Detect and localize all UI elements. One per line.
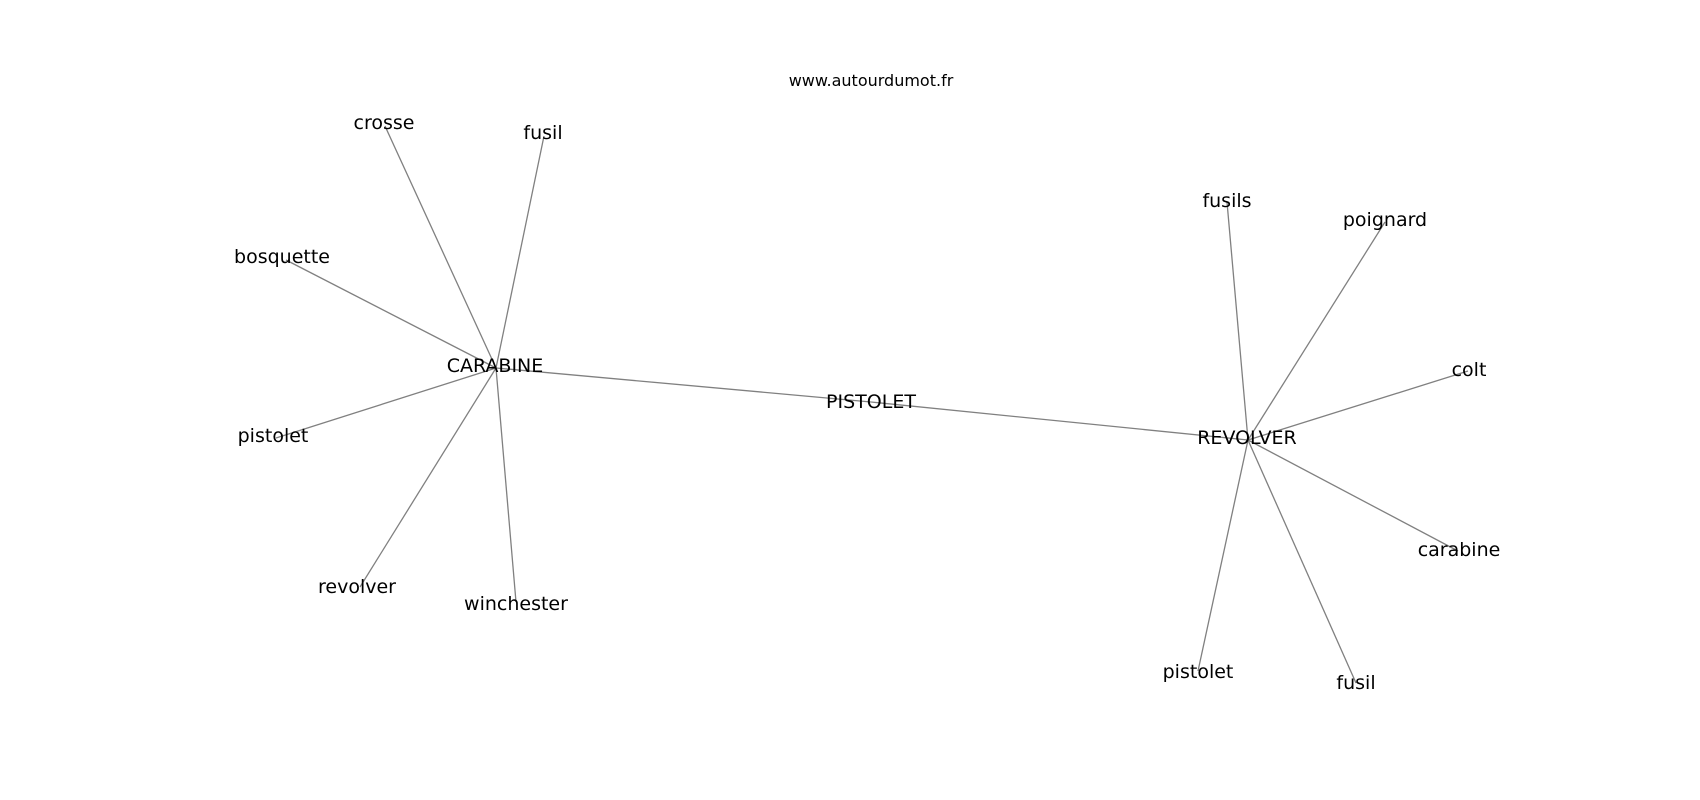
node-revolver-carabine: carabine: [1418, 539, 1501, 561]
node-carabine-revolver: revolver: [318, 576, 396, 598]
edge-center-carabine: [495, 367, 872, 403]
source-watermark: www.autourdumot.fr: [788, 71, 954, 90]
edge-revolver-colt: [1247, 370, 1469, 441]
node-revolver-colt: colt: [1452, 359, 1487, 381]
node-carabine-fusil: fusil: [523, 122, 562, 144]
node-center: PISTOLET: [826, 391, 916, 413]
graph-edges: [275, 125, 1469, 684]
edge-revolver-poignard: [1247, 221, 1386, 441]
edge-revolver-pistolet: [1197, 439, 1249, 672]
edge-revolver-fusil: [1247, 439, 1357, 684]
edge-carabine-fusil: [495, 135, 545, 369]
edge-carabine-revolver: [359, 367, 497, 588]
node-carabine-bosquette: bosquette: [234, 246, 330, 268]
node-carabine-crosse: crosse: [354, 112, 415, 134]
edge-revolver-carabine: [1247, 439, 1459, 552]
edge-carabine-crosse: [384, 125, 497, 369]
node-carabine-winchester: winchester: [464, 593, 568, 615]
edge-carabine-pistolet: [275, 367, 497, 439]
edge-center-revolver: [870, 401, 1249, 441]
node-hub-revolver: REVOLVER: [1197, 427, 1297, 449]
node-revolver-poignard: poignard: [1343, 209, 1427, 231]
node-revolver-fusil: fusil: [1336, 672, 1375, 694]
edge-carabine-winchester: [495, 367, 517, 603]
edge-carabine-bosquette: [285, 259, 497, 369]
edge-revolver-fusils: [1226, 201, 1249, 441]
node-hub-carabine: CARABINE: [447, 355, 544, 377]
node-revolver-fusils: fusils: [1202, 190, 1251, 212]
node-revolver-pistolet: pistolet: [1163, 661, 1234, 683]
node-carabine-pistolet: pistolet: [238, 425, 309, 447]
graph-labels: PISTOLET CARABINE crosse fusil bosquette pist…: [234, 112, 1500, 694]
